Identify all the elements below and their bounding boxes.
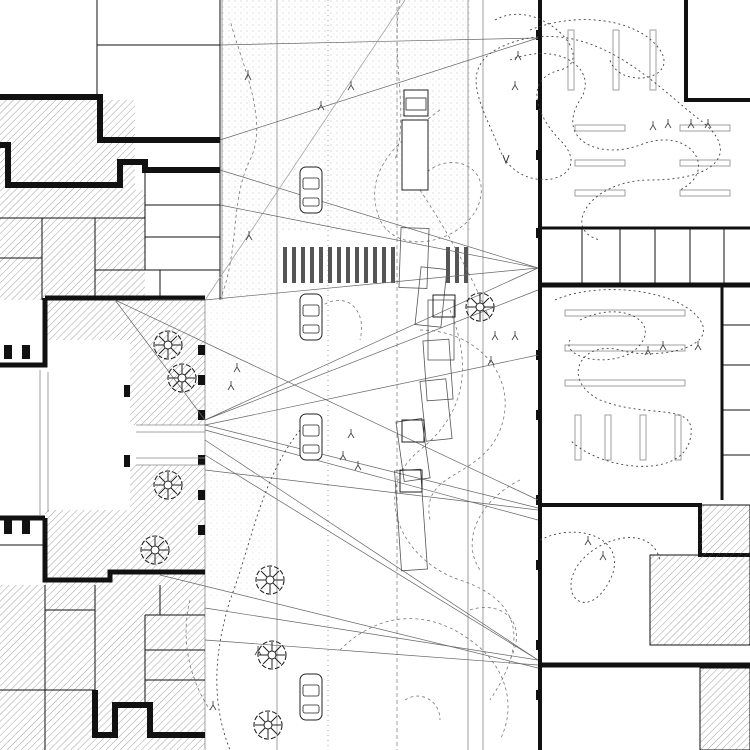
- sidewalk-texture-west: [222, 0, 280, 300]
- sight-lines: [114, 0, 539, 669]
- bus-trajectory-icon: [394, 227, 456, 572]
- car-icon: [299, 166, 323, 214]
- direction-arrow-icon: [502, 154, 510, 165]
- crosswalk: [283, 247, 468, 283]
- truck-icon: [401, 89, 429, 191]
- sidewalk-texture-lower: [205, 300, 275, 600]
- car-icon: [299, 673, 323, 721]
- pedestrian-icon: [209, 51, 712, 711]
- west-building-block: [0, 0, 221, 750]
- street: [204, 0, 540, 750]
- car-icon: [299, 413, 323, 461]
- east-building-block: [536, 0, 750, 750]
- car-icon: [299, 293, 323, 341]
- movement-paths: [185, 0, 721, 750]
